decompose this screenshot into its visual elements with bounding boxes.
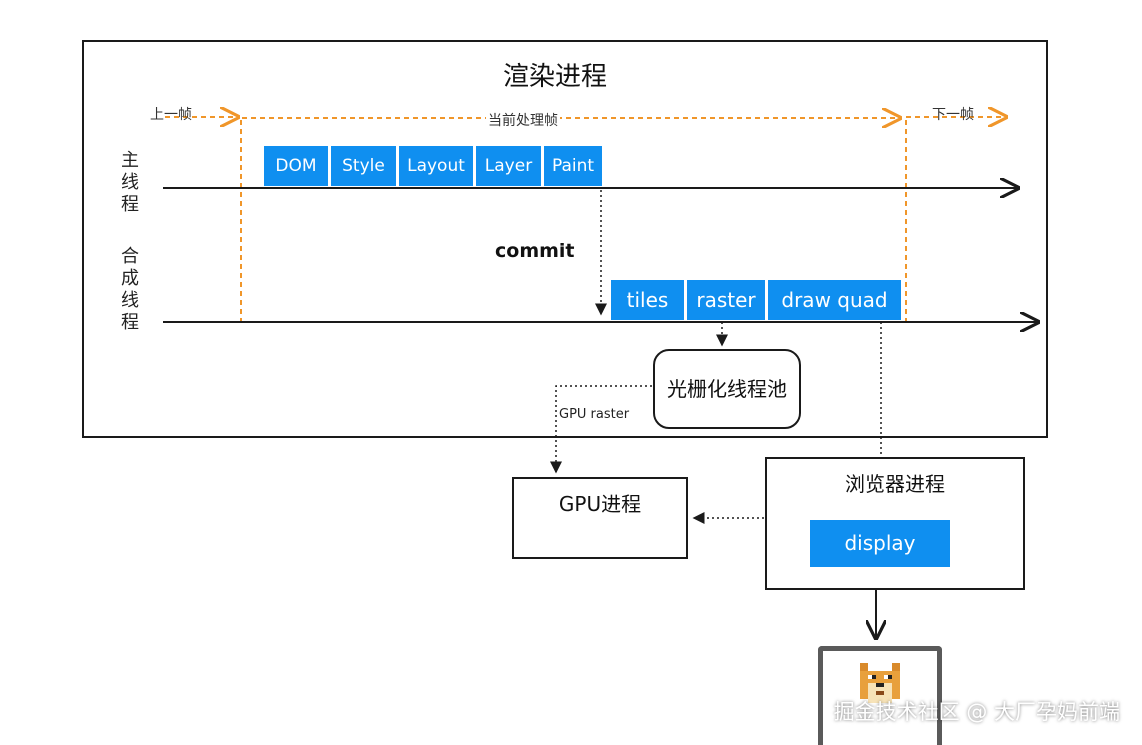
stage-style: Style bbox=[331, 146, 396, 186]
render-process-box bbox=[82, 40, 1048, 438]
stage-layer: Layer bbox=[476, 146, 541, 186]
next-frame-label: 下一帧 bbox=[932, 107, 974, 123]
watermark: 掘金技术社区 @ 大厂孕妈前端 bbox=[833, 700, 1120, 724]
main-thread-char: 程 bbox=[121, 194, 139, 215]
stage-draw-quad: draw quad bbox=[768, 280, 901, 320]
gpu-raster-label: GPU raster bbox=[559, 407, 630, 422]
prev-frame-label: 上一帧 bbox=[150, 107, 192, 123]
gpu-process-label: GPU进程 bbox=[558, 492, 642, 516]
gpu-process-box bbox=[512, 477, 688, 559]
commit-label: commit bbox=[495, 240, 575, 262]
main-thread-char: 主 bbox=[121, 150, 139, 171]
doge-pixel-icon bbox=[860, 663, 900, 703]
compositor-thread-char: 程 bbox=[121, 312, 139, 333]
stage-paint: Paint bbox=[544, 146, 602, 186]
stage-layout: Layout bbox=[399, 146, 473, 186]
main-thread-label: 主 线 程 bbox=[120, 150, 140, 216]
compositor-thread-char: 成 bbox=[121, 268, 139, 289]
stage-tiles: tiles bbox=[611, 280, 684, 320]
compositor-thread-char: 合 bbox=[121, 246, 139, 267]
compositor-thread-char: 线 bbox=[121, 290, 139, 311]
display-box: display bbox=[810, 520, 950, 567]
frame-markers bbox=[165, 117, 1006, 322]
render-process-title: 渲染进程 bbox=[502, 62, 607, 92]
current-frame-label: 当前处理帧 bbox=[486, 110, 560, 130]
stage-raster: raster bbox=[687, 280, 765, 320]
main-thread-char: 线 bbox=[121, 172, 139, 193]
raster-thread-pool: 光栅化线程池 bbox=[653, 349, 801, 429]
monitor bbox=[818, 646, 942, 745]
stage-dom: DOM bbox=[264, 146, 328, 186]
compositor-thread-label: 合 成 线 程 bbox=[120, 246, 140, 334]
browser-process-label: 浏览器进程 bbox=[845, 472, 945, 496]
